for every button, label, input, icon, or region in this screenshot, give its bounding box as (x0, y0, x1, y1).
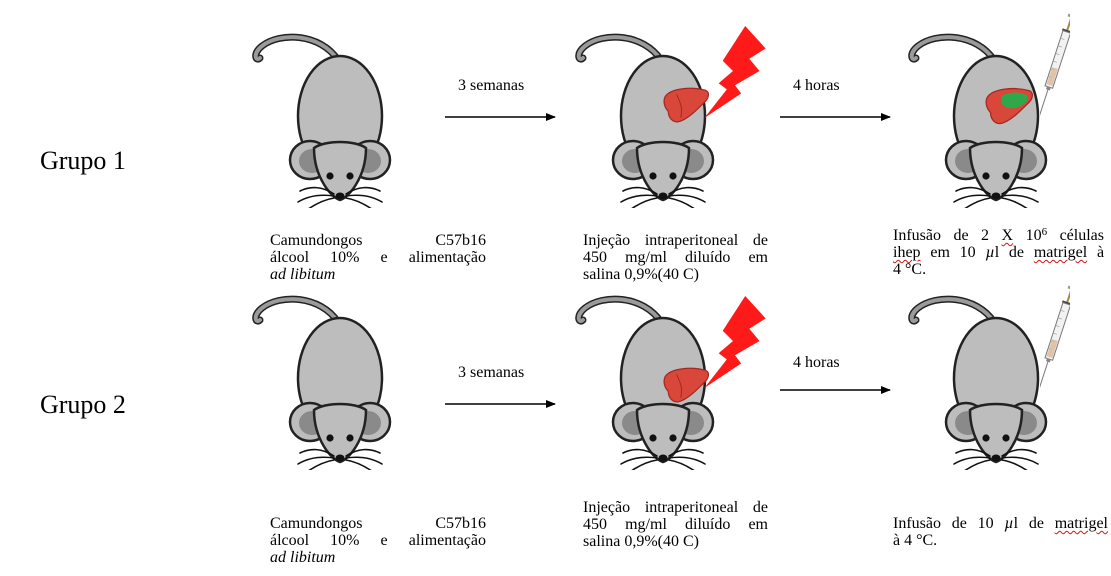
caption-text: µ (985, 244, 994, 261)
caption-text: 10 (1026, 227, 1042, 244)
caption-text: à 4 °C. (893, 532, 1108, 549)
caption-text: ad libitum (270, 549, 335, 566)
caption-text: Infusão de 2 (893, 227, 989, 244)
lightning-bolt-icon (704, 26, 766, 118)
syringe-icon (1040, 280, 1070, 400)
arrow-3-label: 3 semanas (458, 363, 524, 383)
caption-text: 4 °C. (893, 261, 1104, 278)
mouse-icon (240, 290, 415, 470)
caption-text: álcool 10% e alimentação (270, 532, 486, 549)
caption-infusion-group-1: Infusão de 2 X 106 células ihep em 10 µl… (893, 227, 1104, 278)
caption-text: salina 0,9%(40 C) (583, 533, 768, 550)
caption-text: salina 0,9%(40 C) (583, 266, 768, 283)
caption-text: matrigel (1055, 515, 1108, 532)
caption-text: 450 mg/ml diluído em (583, 516, 768, 533)
caption-text: Injeção intraperitoneal de (583, 499, 768, 516)
lightning-bolt-icon (704, 296, 766, 388)
caption-text: à (1097, 244, 1104, 261)
group-1-label: Grupo 1 (40, 146, 126, 176)
mouse-icon (240, 28, 415, 208)
caption-text: l de (995, 244, 1024, 261)
syringe-icon (1040, 8, 1070, 128)
caption-text: C57b16 (435, 232, 486, 249)
caption-mice-group-2: Camundongos C57b16 álcool 10% e alimenta… (270, 515, 486, 566)
arrow-1 (445, 109, 557, 125)
caption-text: Injeção intraperitoneal de (583, 232, 768, 249)
liver-icon (984, 86, 1034, 126)
caption-text: ihep (893, 244, 921, 261)
caption-text: Infusão de 10 (893, 515, 994, 532)
caption-text: µ (1004, 515, 1013, 532)
caption-mice-group-1: Camundongos C57b16 álcool 10% e alimenta… (270, 232, 486, 283)
caption-text: álcool 10% e alimentação (270, 249, 486, 266)
arrow-2-label: 4 horas (793, 76, 840, 96)
caption-text: ad libitum (270, 266, 335, 283)
liver-icon (662, 366, 710, 404)
caption-text: C57b16 (435, 515, 486, 532)
arrow-4 (780, 382, 892, 398)
caption-text: Camundongos (270, 232, 362, 249)
caption-text: células (1060, 227, 1104, 244)
caption-text: matrigel (1034, 244, 1087, 261)
caption-text: 450 mg/ml diluído em (583, 249, 768, 266)
liver-icon (662, 86, 710, 124)
arrow-4-label: 4 horas (793, 353, 840, 373)
caption-text: Camundongos (270, 515, 362, 532)
caption-infusion-group-2: Infusão de 10 µl de matrigel à 4 °C. (893, 515, 1108, 549)
caption-injection-group-1: Injeção intraperitoneal de 450 mg/ml dil… (583, 232, 768, 283)
arrow-1-label: 3 semanas (458, 76, 524, 96)
arrow-3 (445, 396, 557, 412)
caption-text: 6 (1042, 226, 1048, 238)
caption-text: l de (1014, 515, 1044, 532)
arrow-2 (780, 109, 892, 125)
caption-injection-group-2: Injeção intraperitoneal de 450 mg/ml dil… (583, 499, 768, 550)
caption-text: em 10 (930, 244, 975, 261)
group-2-label: Grupo 2 (40, 390, 126, 420)
caption-text: X (1002, 227, 1014, 244)
